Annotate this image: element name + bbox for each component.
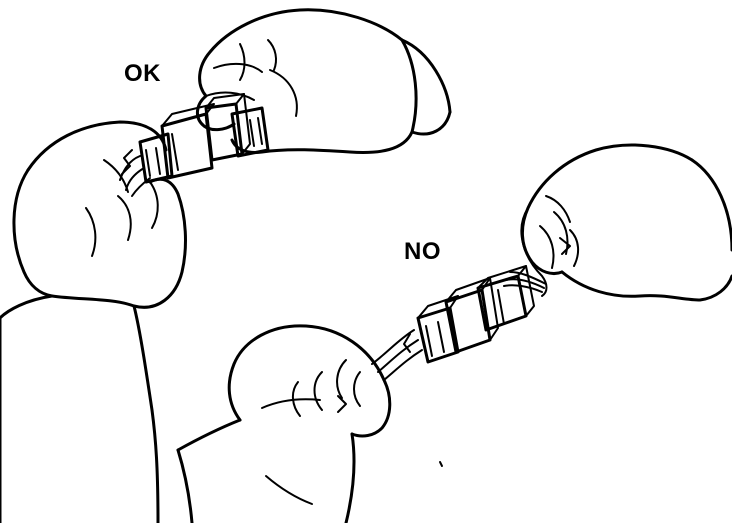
no-label: NO [404, 238, 441, 265]
ok-left-hand [0, 120, 187, 523]
no-left-hand [176, 324, 392, 523]
no-right-hand [520, 143, 732, 302]
no-connector [371, 265, 547, 467]
ok-scene [0, 8, 452, 523]
ok-label: OK [124, 60, 161, 87]
ok-connector [119, 93, 270, 197]
no-scene [176, 143, 732, 523]
